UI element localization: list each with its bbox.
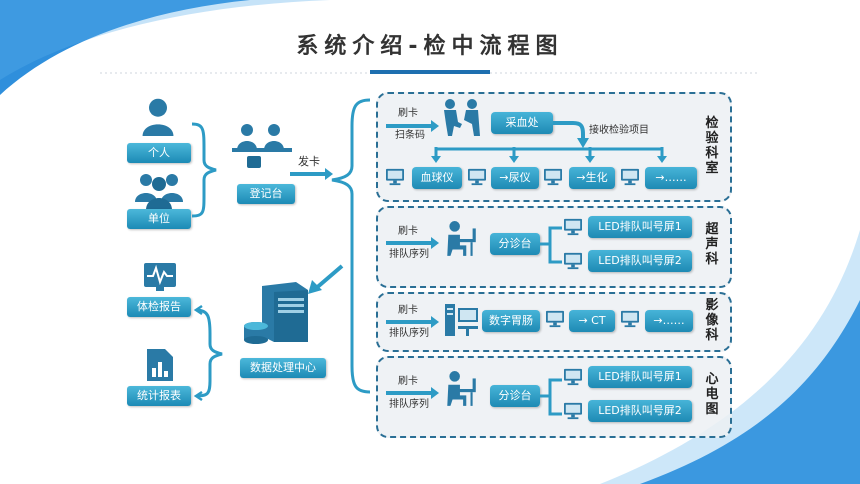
monitor-icon [621,310,639,328]
ecg-screen-1[interactable]: LED排队叫号屏1 [588,366,692,388]
bracket-left [191,122,217,218]
lab-distribution-lines [431,147,667,163]
ecg-screen-2[interactable]: LED排队叫号屏2 [588,400,692,422]
triage-desk-icon [447,371,476,406]
img-item-1[interactable]: 数字胃肠 [482,310,540,332]
stats-icon [147,349,173,381]
us-swipe-arrow [386,237,439,249]
individual-badge[interactable]: 个人 [127,143,191,163]
data-arrow [308,264,344,294]
main-bracket [331,98,371,394]
monitor-icon [564,402,582,420]
imaging-side-label: 影像科 [705,298,719,343]
lab-scan-label: 扫条码 [395,130,425,141]
bracket-output [193,304,223,402]
img-queue-label: 排队序列 [389,328,429,339]
stats-badge[interactable]: 统计报表 [127,386,191,406]
us-split-lines [540,226,562,264]
group-icon [135,174,183,210]
lab-item-4[interactable]: →…… [645,167,697,189]
monitor-icon [564,252,582,270]
ecg-queue-label: 排队序列 [389,399,429,410]
lab-item-1[interactable]: 血球仪 [412,167,462,189]
triage-desk-icon [447,221,476,256]
server-icon [244,282,308,344]
us-screen-1[interactable]: LED排队叫号屏1 [588,216,692,238]
data-center-badge[interactable]: 数据处理中心 [240,358,326,378]
us-queue-label: 排队序列 [389,249,429,260]
blood-station-button[interactable]: 采血处 [491,112,553,134]
img-swipe-arrow [386,316,439,328]
us-swipe-label: 刷卡 [398,226,418,237]
registration-badge[interactable]: 登记台 [237,184,295,204]
monitor-icon [621,168,639,186]
img-item-2[interactable]: → CT [569,310,615,332]
report-badge[interactable]: 体检报告 [127,297,191,317]
monitor-icon [468,168,486,186]
individual-icon [142,98,174,136]
ecg-split-lines [540,378,562,416]
ultrasound-side-label: 超声科 [705,222,719,267]
receive-items-label: 接收检验项目 [589,125,649,136]
report-icon [144,263,176,291]
ecg-triage-button[interactable]: 分诊台 [490,385,540,407]
imaging-workstation-icon [445,304,478,336]
lab-swipe-label: 刷卡 [398,108,418,119]
lab-receive-arrow [553,121,589,148]
ecg-swipe-label: 刷卡 [398,376,418,387]
lab-item-2[interactable]: →尿仪 [491,167,539,189]
lab-side-label: 检验科室 [705,116,719,176]
monitor-icon [564,218,582,236]
page-title: 系统介绍-检中流程图 [296,34,564,59]
monitor-icon [564,368,582,386]
issue-card-label: 发卡 [298,155,320,168]
img-item-3[interactable]: →…… [645,310,693,332]
lab-item-3[interactable]: →生化 [569,167,615,189]
unit-badge[interactable]: 单位 [127,209,191,229]
ecg-swipe-arrow [386,387,439,399]
img-swipe-label: 刷卡 [398,305,418,316]
ecg-side-label: 心电图 [705,372,719,417]
issue-card-arrow [290,168,333,180]
monitor-icon [544,168,562,186]
us-screen-2[interactable]: LED排队叫号屏2 [588,250,692,272]
lab-swipe-arrow [386,120,439,132]
us-triage-button[interactable]: 分诊台 [490,233,540,255]
registration-icon [232,124,292,168]
blood-draw-icon [444,99,480,136]
monitor-icon [386,168,404,186]
monitor-icon [546,310,564,328]
